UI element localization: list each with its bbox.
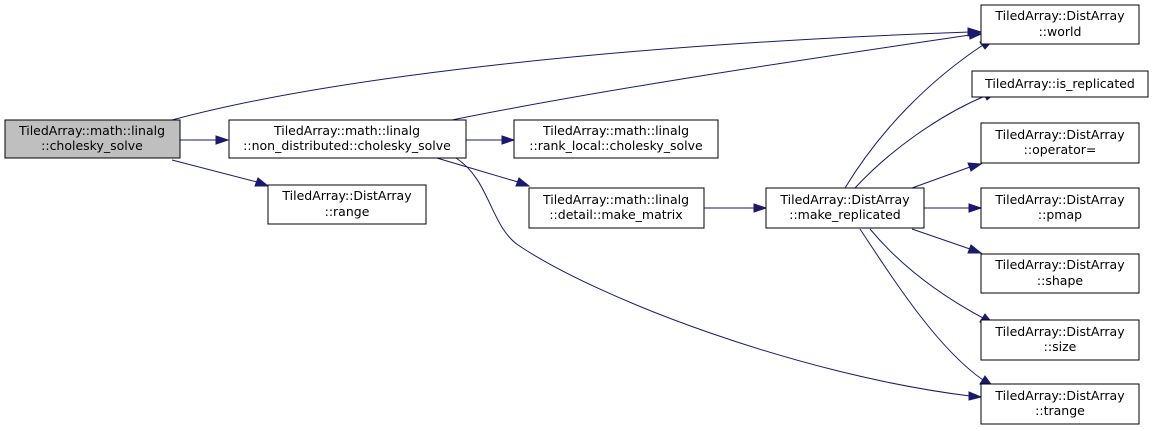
node-cholesky-solve-root-line1: TiledArray::math::linalg xyxy=(18,123,165,138)
edge-root-to-range xyxy=(171,159,270,187)
node-is-replicated-line1: TiledArray::is_replicated xyxy=(984,76,1135,91)
node-world[interactable]: TiledArray::DistArray ::world xyxy=(980,4,1140,45)
edge-nd-to-trange xyxy=(455,157,983,401)
node-make-replicated[interactable]: TiledArray::DistArray ::make_replicated xyxy=(765,187,925,229)
edge-make-replicated-to-operator-eq xyxy=(911,162,983,189)
edge-make-matrix-to-make-replicated xyxy=(704,203,768,213)
node-size-line2: ::size xyxy=(1044,339,1077,354)
node-make-replicated-line2: ::make_replicated xyxy=(789,207,901,222)
node-nd-cholesky-solve-line1: TiledArray::math::linalg xyxy=(273,123,420,138)
node-make-matrix[interactable]: TiledArray::math::linalg ::detail::make_… xyxy=(528,187,705,229)
node-rank-local-line1: TiledArray::math::linalg xyxy=(542,123,689,138)
node-world-line2: ::world xyxy=(1039,24,1082,39)
edge-root-to-world xyxy=(171,27,983,121)
node-trange[interactable]: TiledArray::DistArray ::trange xyxy=(980,383,1140,425)
node-make-matrix-line1: TiledArray::math::linalg xyxy=(542,192,689,207)
edge-make-replicated-to-is-replicated xyxy=(854,91,998,189)
node-nd-cholesky-solve-line2: ::non_distributed::cholesky_solve xyxy=(243,138,451,153)
node-operator-eq-line2: ::operator= xyxy=(1024,142,1097,157)
node-operator-eq[interactable]: TiledArray::DistArray ::operator= xyxy=(980,122,1140,164)
edge-nd-to-make-matrix xyxy=(429,155,531,187)
node-rank-local-line2: ::rank_local::cholesky_solve xyxy=(529,138,703,153)
node-range-line1: TiledArray::DistArray xyxy=(281,188,412,203)
node-shape[interactable]: TiledArray::DistArray ::shape xyxy=(980,253,1140,294)
node-make-replicated-line1: TiledArray::DistArray xyxy=(779,192,910,207)
node-shape-line2: ::shape xyxy=(1037,273,1083,288)
node-pmap[interactable]: TiledArray::DistArray ::pmap xyxy=(980,187,1140,229)
node-shape-line1: TiledArray::DistArray xyxy=(994,257,1125,272)
edge-nd-to-world xyxy=(451,30,983,121)
node-operator-eq-line1: TiledArray::DistArray xyxy=(994,127,1125,142)
node-is-replicated[interactable]: TiledArray::is_replicated xyxy=(971,70,1149,98)
node-rank-local-cholesky-solve[interactable]: TiledArray::math::linalg ::rank_local::c… xyxy=(513,119,719,159)
node-nd-cholesky-solve[interactable]: TiledArray::math::linalg ::non_distribut… xyxy=(228,119,467,159)
node-pmap-line2: ::pmap xyxy=(1038,207,1082,222)
node-size-line1: TiledArray::DistArray xyxy=(994,324,1125,339)
edge-make-replicated-to-size xyxy=(869,228,995,325)
node-range[interactable]: TiledArray::DistArray ::range xyxy=(267,184,427,225)
edge-nd-to-rank-local xyxy=(466,135,516,145)
node-make-matrix-line2: ::detail::make_matrix xyxy=(549,207,682,222)
edge-make-replicated-to-pmap xyxy=(924,203,983,213)
node-size[interactable]: TiledArray::DistArray ::size xyxy=(980,319,1140,361)
node-world-line1: TiledArray::DistArray xyxy=(994,8,1125,23)
node-cholesky-solve-root[interactable]: TiledArray::math::linalg ::cholesky_solv… xyxy=(4,119,181,159)
edge-make-replicated-to-shape xyxy=(911,228,983,254)
node-cholesky-solve-root-line2: ::cholesky_solve xyxy=(41,138,143,153)
node-trange-line2: ::trange xyxy=(1035,403,1085,418)
node-trange-line1: TiledArray::DistArray xyxy=(994,388,1125,403)
node-range-line2: ::range xyxy=(325,204,370,219)
edge-root-to-nd-cholesky-solve xyxy=(180,135,230,145)
node-pmap-line1: TiledArray::DistArray xyxy=(994,192,1125,207)
